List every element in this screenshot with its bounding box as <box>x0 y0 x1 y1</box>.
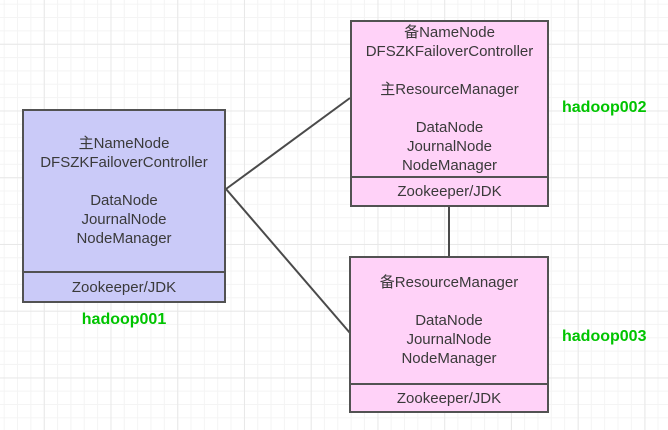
role-line: NodeManager <box>401 350 497 367</box>
host-label-hadoop001[interactable]: hadoop001 <box>81 311 167 328</box>
role-line: JournalNode <box>406 138 493 155</box>
footer-label: Zookeeper/JDK <box>71 278 177 296</box>
role-line: 主NameNode <box>78 135 170 152</box>
role-line: DFSZKFailoverController <box>40 154 208 171</box>
role-line: DataNode <box>415 119 484 136</box>
role-line: NodeManager <box>76 230 172 247</box>
footer-label: Zookeeper/JDK <box>396 389 502 407</box>
role-line: 主ResourceManager <box>380 81 519 98</box>
node-hadoop002[interactable]: 备NameNode DFSZKFailoverController 主Resou… <box>350 20 549 207</box>
role-line: JournalNode <box>406 331 492 348</box>
host-label-hadoop003[interactable]: hadoop003 <box>562 328 647 345</box>
node-hadoop003[interactable]: 备ResourceManager DataNode JournalNode No… <box>349 256 549 413</box>
node-hadoop002-footer: Zookeeper/JDK <box>352 176 547 205</box>
node-hadoop001[interactable]: 主NameNode DFSZKFailoverController DataNo… <box>22 109 226 303</box>
node-hadoop003-roles: 备ResourceManager DataNode JournalNode No… <box>351 258 547 383</box>
role-line: NodeManager <box>401 157 498 174</box>
node-hadoop002-roles: 备NameNode DFSZKFailoverController 主Resou… <box>352 22 547 176</box>
footer-label: Zookeeper/JDK <box>397 183 502 200</box>
role-line: DataNode <box>90 192 158 209</box>
node-hadoop001-roles: 主NameNode DFSZKFailoverController DataNo… <box>24 111 224 271</box>
role-line: 备ResourceManager <box>379 274 519 291</box>
role-line: JournalNode <box>81 211 167 228</box>
edge-hadoop001-hadoop003[interactable] <box>225 188 351 334</box>
host-label-hadoop002[interactable]: hadoop002 <box>562 99 647 116</box>
node-hadoop003-footer: Zookeeper/JDK <box>351 383 547 411</box>
role-line: DataNode <box>415 312 483 329</box>
node-hadoop001-footer: Zookeeper/JDK <box>24 271 224 301</box>
role-line: DFSZKFailoverController <box>365 43 534 60</box>
role-line: 备NameNode <box>404 24 495 41</box>
edge-hadoop001-hadoop002[interactable] <box>225 97 351 190</box>
